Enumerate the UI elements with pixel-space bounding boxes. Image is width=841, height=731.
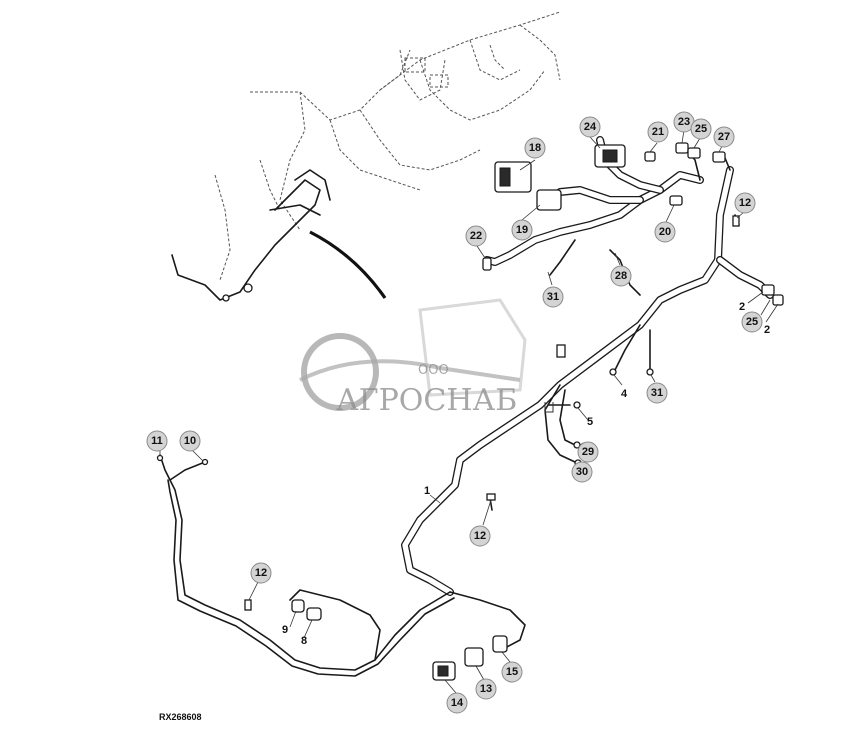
connector-13 [464,647,484,667]
callout-29: 30 [571,461,593,483]
callout-4: 4 [621,388,628,400]
callout-12-top: 12 [734,192,756,214]
svg-text:15: 15 [506,666,518,678]
callout-21: 23 [673,111,695,133]
connector-9 [291,599,305,613]
machine-overview-sketch [171,11,561,302]
svg-text:11: 11 [151,435,163,447]
callout-25: 25 [741,311,763,333]
callout-14: 14 [446,692,468,714]
svg-text:10: 10 [184,435,196,447]
callout-27: 28 [610,265,632,287]
callout-16: 18 [524,137,546,159]
connectors [156,142,784,681]
svg-text:30: 30 [576,466,588,478]
connector-24 [712,151,726,163]
svg-text:21: 21 [652,126,664,138]
callout-20: 22 [465,225,487,247]
terminal-10 [201,458,209,466]
main-harness [401,136,774,596]
svg-text:29: 29 [582,446,594,458]
company-watermark: ООО АГРОСНАБ [299,298,527,418]
connector-21 [675,142,689,154]
connector-15 [492,635,508,653]
svg-text:20: 20 [659,226,671,238]
connector-near-watermark [556,344,566,358]
svg-text:12: 12 [739,197,751,209]
callout-11: 11 [146,430,168,452]
fastener-12-top [732,215,740,227]
rear-harness [159,454,526,677]
svg-text:23: 23 [678,116,690,128]
terminal-5 [573,401,581,409]
callout-18: 20 [654,221,676,243]
svg-text:27: 27 [718,131,730,143]
callout-17: 19 [511,219,533,241]
connector-19 [644,151,656,162]
connector-23 [687,147,701,159]
callout-15: 15 [501,661,523,683]
svg-text:12: 12 [474,530,486,542]
callout-23: 25 [690,118,712,140]
connector-2 [772,294,784,306]
callout-19: 21 [647,121,669,143]
fastener-12-middle [486,493,496,501]
callout-28: 29 [577,441,599,463]
callout-2: 2 [764,324,770,336]
callout-5: 5 [587,416,593,428]
watermark-prefix: ООО [418,363,449,378]
svg-text:14: 14 [451,697,464,709]
connector-17 [536,189,562,211]
callout-13: 13 [475,678,497,700]
callout-31: 31 [646,382,668,404]
svg-text:19: 19 [516,224,528,236]
svg-text:18: 18 [529,142,541,154]
terminal-31 [646,368,654,376]
svg-text:25: 25 [695,123,707,135]
drawing-reference-code: RX268608 [159,712,202,722]
terminal-11 [156,454,164,462]
callout-12-lower: 12 [250,562,272,584]
svg-text:28: 28 [615,270,627,282]
svg-text:31: 31 [651,387,663,399]
callout-24: 27 [713,126,735,148]
callout-30: 31 [542,286,564,308]
connector-18 [669,195,683,206]
callout-1: 1 [424,485,430,497]
svg-text:25: 25 [746,316,758,328]
connector-20 [482,257,492,271]
callout-22: 24 [579,116,601,138]
callout-3: 2 [739,301,745,313]
callout-8: 8 [301,635,307,647]
fastener-12-lower [244,599,252,611]
svg-text:31: 31 [547,291,559,303]
branch-wires [489,151,740,511]
connector-8 [306,607,322,621]
svg-text:22: 22 [470,230,482,242]
connector-3 [761,284,775,296]
svg-text:12: 12 [255,567,267,579]
watermark-company-name: АГРОСНАБ [336,383,517,418]
callout-10: 10 [179,430,201,452]
svg-text:24: 24 [584,121,597,133]
callout-12-middle: 12 [469,525,491,547]
svg-text:13: 13 [480,683,492,695]
terminal-4 [609,368,617,376]
callout-9: 9 [282,624,288,636]
